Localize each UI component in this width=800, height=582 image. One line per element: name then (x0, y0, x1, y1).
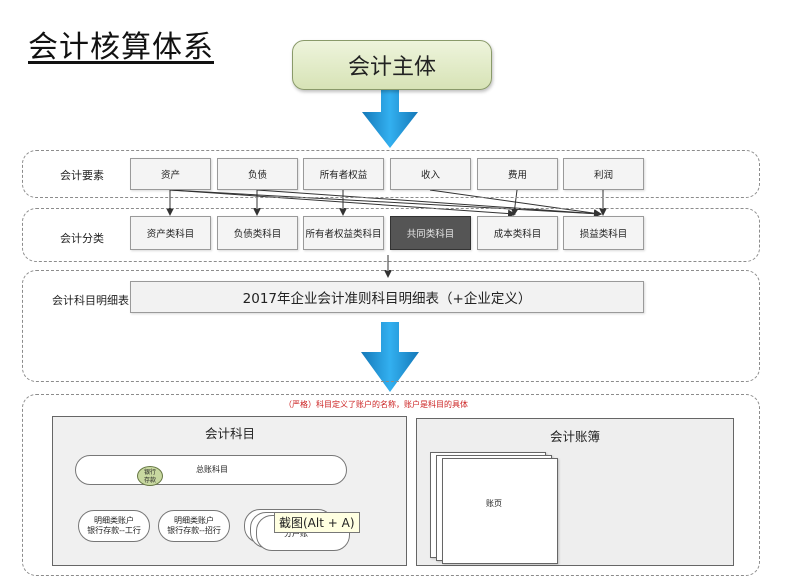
sub-ledger-label: 分户账 (284, 529, 308, 538)
element-box-expenses: 费用 (477, 158, 558, 190)
details-row-label: 会计科目明细表 (52, 294, 129, 307)
screenshot-tooltip: 截图(Alt + A) (274, 512, 360, 533)
ledger-page-label: 账页 (486, 499, 502, 508)
element-box-liabilities: 负债 (217, 158, 298, 190)
elements-row-frame (22, 150, 760, 198)
categories-row-frame (22, 208, 760, 262)
general-ledger-pill (75, 455, 347, 485)
general-ledger-label: 总账科目 (196, 465, 228, 474)
sub-account-icbc: 明细类账户 银行存款--工行 (78, 510, 150, 542)
category-box-cost: 成本类科目 (477, 216, 558, 250)
category-box-liabilities: 负债类科目 (217, 216, 298, 250)
category-box-common: 共同类科目 (390, 216, 471, 250)
account-detail-table-box: 2017年企业会计准则科目明细表（+企业定义） (130, 281, 644, 313)
definition-note: （严格）科目定义了账户的名称，账户是科目的具体 (284, 400, 468, 409)
element-box-profit: 利润 (563, 158, 644, 190)
accounts-panel-title: 会计科目 (205, 426, 256, 441)
books-panel-title: 会计账簿 (550, 429, 601, 444)
sub-account-cmb: 明细类账户 银行存款--招行 (158, 510, 230, 542)
page-title: 会计核算体系 (28, 30, 214, 65)
ledger-row-frame (22, 394, 760, 576)
element-box-equity: 所有者权益 (303, 158, 384, 190)
category-box-assets: 资产类科目 (130, 216, 211, 250)
details-row-frame (22, 270, 760, 382)
bank-deposit-badge: 银行 存款 (137, 466, 163, 486)
category-box-equity: 所有者权益类科目 (303, 216, 384, 250)
ledger-page-front (442, 458, 558, 564)
big-down-arrow-1 (362, 90, 418, 148)
big-down-arrow-2 (361, 322, 419, 392)
element-box-revenue: 收入 (390, 158, 471, 190)
element-box-assets: 资产 (130, 158, 211, 190)
categories-row-label: 会计分类 (60, 232, 104, 245)
category-box-profit-loss: 损益类科目 (563, 216, 644, 250)
elements-row-label: 会计要素 (60, 169, 104, 182)
accounting-entity-box: 会计主体 (292, 40, 492, 90)
